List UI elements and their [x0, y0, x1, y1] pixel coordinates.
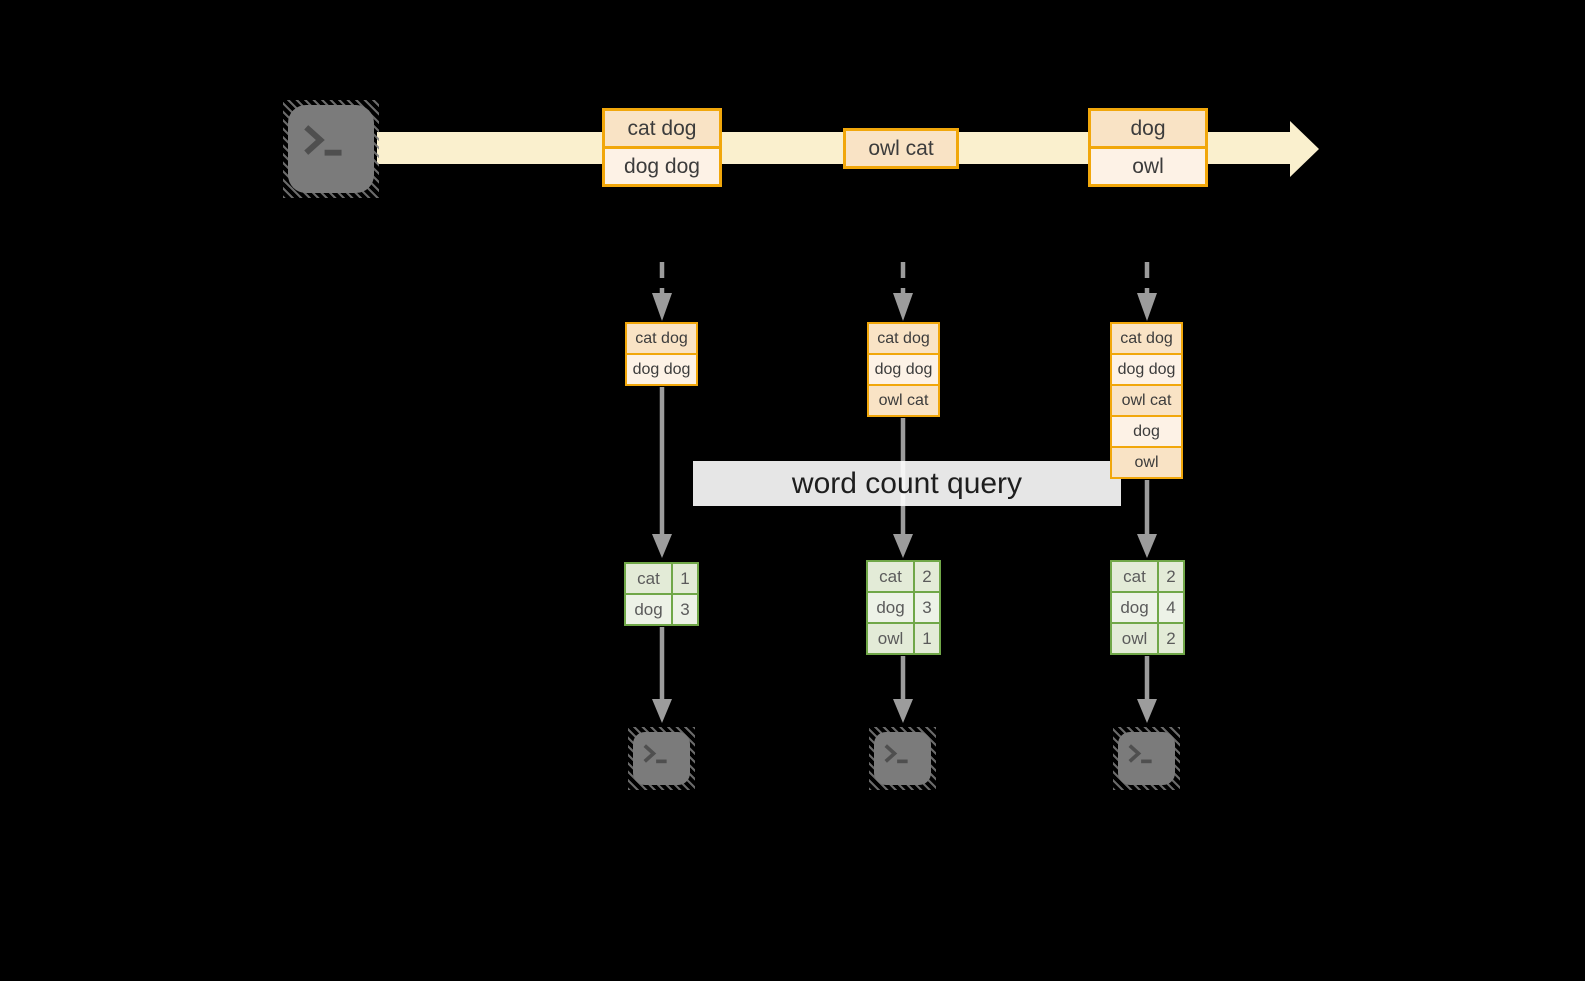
- query-arrows: [652, 387, 1157, 558]
- buffer-row: owl cat: [869, 384, 938, 415]
- terminal-box: [874, 732, 931, 785]
- event-line: dog: [1091, 111, 1205, 146]
- word-cell: dog: [868, 593, 913, 622]
- terminal-box: [288, 105, 374, 193]
- output-arrows: [652, 627, 1157, 723]
- event-line: dog dog: [605, 146, 719, 184]
- buffer-row: owl: [1112, 446, 1181, 477]
- count-cell: 4: [1159, 593, 1183, 622]
- word-cell: dog: [1112, 593, 1157, 622]
- word-cell: cat: [868, 562, 913, 591]
- terminal-prompt-icon: [1128, 743, 1152, 763]
- stream-event-3: dog owl: [1088, 108, 1208, 187]
- count-table-1: cat 1 dog 3: [624, 562, 699, 626]
- count-cell: 2: [1159, 562, 1183, 591]
- buffer-row: cat dog: [627, 324, 696, 353]
- word-cell: cat: [1112, 562, 1157, 591]
- count-table-3: cat 2 dog 4 owl 2: [1110, 560, 1185, 655]
- source-terminal-icon: [283, 100, 379, 198]
- buffer-stack-1: cat dog dog dog: [625, 322, 698, 386]
- count-cell: 1: [915, 624, 939, 653]
- word-cell: dog: [626, 595, 671, 624]
- terminal-prompt-icon: [304, 124, 342, 156]
- stream-event-2: owl cat: [843, 128, 959, 169]
- buffer-row: dog dog: [627, 353, 696, 384]
- buffer-stack-2: cat dog dog dog owl cat: [867, 322, 940, 417]
- count-cell: 3: [673, 595, 697, 624]
- ingest-arrows: [652, 262, 1157, 321]
- event-line: cat dog: [605, 111, 719, 146]
- terminal-prompt-icon: [884, 743, 908, 763]
- buffer-row: dog: [1112, 415, 1181, 446]
- buffer-row: cat dog: [869, 324, 938, 353]
- buffer-row: dog dog: [1112, 353, 1181, 384]
- count-cell: 1: [673, 564, 697, 593]
- buffer-row: dog dog: [869, 353, 938, 384]
- buffer-row: owl cat: [1112, 384, 1181, 415]
- word-cell: owl: [868, 624, 913, 653]
- word-cell: cat: [626, 564, 671, 593]
- count-cell: 2: [915, 562, 939, 591]
- event-line: owl: [1091, 146, 1205, 184]
- stream-event-1: cat dog dog dog: [602, 108, 722, 187]
- sink-terminal-icon-1: [628, 727, 695, 790]
- terminal-box: [1118, 732, 1175, 785]
- buffer-row: cat dog: [1112, 324, 1181, 353]
- word-cell: owl: [1112, 624, 1157, 653]
- count-cell: 2: [1159, 624, 1183, 653]
- terminal-box: [633, 732, 690, 785]
- word-count-query-label: word count query: [693, 461, 1121, 506]
- terminal-prompt-icon: [643, 743, 667, 763]
- event-line: owl cat: [846, 131, 956, 166]
- buffer-stack-3: cat dog dog dog owl cat dog owl: [1110, 322, 1183, 479]
- count-cell: 3: [915, 593, 939, 622]
- sink-terminal-icon-2: [869, 727, 936, 790]
- count-table-2: cat 2 dog 3 owl 1: [866, 560, 941, 655]
- sink-terminal-icon-3: [1113, 727, 1180, 790]
